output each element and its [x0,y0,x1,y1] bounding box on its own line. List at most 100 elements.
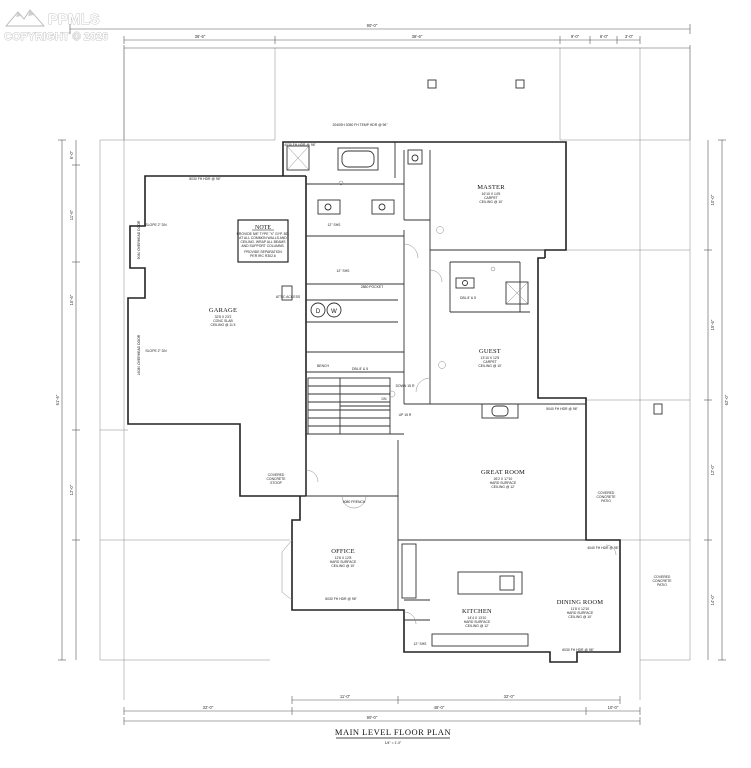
dim-right-seg-3: 12'-0" [710,464,715,475]
room-garage-size: 32'8 X 23'2 [215,315,232,319]
linen-label: DBL 8' & 5 [460,296,476,300]
dim-bottom-seg-3: 10'-0" [608,705,619,710]
note-line-1: PROVIDE 5/8" TYPE "X" GYP. BD. [237,232,290,236]
slope-2-label: SLOPE 2" DN [145,349,167,353]
dim-top-seg-5: 3'-0" [625,34,634,39]
pocket-label: 2880 POCKET [361,285,383,289]
room-garage-name: GARAGE [209,307,237,314]
room-great-room: GREAT ROOM 26'2 X 17'10 HARD SURFACE CEI… [481,469,525,489]
garage-window-label: 8030 FH HDR @ 96" [189,177,221,181]
room-office-name: OFFICE [331,548,355,555]
room-office: OFFICE 12'8 X 12'8 HARD SURFACE CEILING … [330,548,357,568]
room-master-size: 16'10 X 14'5 [482,192,501,196]
dryer-label: D [316,309,321,315]
dim-left-seg-1: 11'-6" [69,209,74,220]
bench-label: BENCH [317,364,329,368]
door-swings [281,243,617,625]
dim-left-seg-3: 12'-0" [69,484,74,495]
room-kitchen-size: 14'4 X 13'10 [468,616,487,620]
room-master-ceiling: CEILING @ 10' [479,200,503,204]
left-dimensions: 61'-6" 6'-0" 11'-6" 15'-6" 12'-0" [55,139,80,661]
note-line-5: PROVIDE SEPARATION [244,250,282,254]
room-dining-floor: HARD SURFACE [567,611,594,615]
dim-top-overall: 90'-0" [367,23,378,28]
patio2-label-1: COVERED [654,575,671,579]
dim-top-seg-1: 36'-6" [195,34,206,39]
room-garage-ceiling: CEILING @ 11'4 [211,323,236,327]
patio1-label-2: CONCRETE [596,495,616,499]
dim-right-seg-2: 15'-6" [710,319,715,330]
room-great-floor: HARD SURFACE [490,481,517,485]
room-kitchen-ceiling: CEILING @ 12' [465,624,489,628]
dim-bottom-seg-1: 32'-0" [203,705,214,710]
stoop-label-3: STOOP [270,481,283,485]
note-line-3: CEILING. WRAP ALL BEAMS [240,240,286,244]
dim-bottom-overall: 90'-0" [367,715,378,720]
dim-top-seg-3: 9'-0" [571,34,580,39]
washer-label: W [331,309,337,315]
dim-bottom-mid-2: 32'-0" [504,694,515,699]
room-master-floor: CARPET [484,196,498,200]
ppmls-watermark: PPMLS COPYRIGHT © 2026 [4,9,108,43]
room-dining-name: DINING ROOM [557,599,603,606]
mountain-logo-icon [5,9,45,27]
room-kitchen-floor: HARD SURFACE [464,620,491,624]
shelves-1-label: 12" SHS [328,223,342,227]
note-heading: NOTE [255,225,271,231]
room-guest-size: 13'10 X 12'5 [481,356,500,360]
interior-walls [300,142,586,621]
room-guest-name: GUEST [479,348,501,355]
master-window-label: 4030 FH HDR @ 96" [284,143,316,147]
room-dining-size: 11'8 X 12'10 [571,607,590,611]
dining-window-label: 6030 FH HDR @ 96" [562,648,594,652]
symbols [338,180,496,398]
fixtures [281,145,529,647]
plan-title: MAIN LEVEL FLOOR PLAN 1/4" = 1'-0" [335,727,451,745]
stairs [307,377,391,435]
dn-label: DN [382,397,387,401]
patio2-label-2: CONCRETE [652,579,672,583]
roof-overhang [99,48,691,700]
right-dimensions: 62'-0" 10'-0" 15'-6" 12'-0" 14'-0" [704,139,729,661]
dining-side-window-label: 4040 FH HDR @ 96" [587,546,619,550]
dim-right-overall: 62'-0" [724,394,729,405]
great-window-label: 5040 FH HDR @ 96" [546,407,578,411]
dim-right-seg-4: 14'-0" [710,594,715,605]
room-master-name: MASTER [477,184,505,191]
upper-window-label: 2040SH 3050 FH TEMP HDR @ 96" [332,123,388,127]
room-guest-ceiling: CEILING @ 10' [478,364,502,368]
room-kitchen-name: KITCHEN [462,608,492,615]
misc-labels: COVERED CONCRETE STOOP COVERED CONCRETE … [137,123,672,652]
dim-left-overall: 61'-6" [55,394,60,405]
patio2-label-3: PATIO [657,583,667,587]
garage-door-2-label: 16080 OVERHEAD DOOR [137,334,141,375]
slope-1-label: SLOPE 2" DN [145,223,167,227]
watermark-copyright: COPYRIGHT © 2026 [4,31,108,43]
plan-scale-text: 1/4" = 1'-0" [385,741,402,745]
attic-access-label: ATTIC ACCESS [276,295,301,299]
room-office-floor: HARD SURFACE [330,560,357,564]
room-dining-ceiling: CEILING @ 10' [568,615,592,619]
room-great-name: GREAT ROOM [481,469,525,476]
bench-shelf-label: DBL 8' & 5 [352,367,368,371]
stoop-label-2: CONCRETE [266,477,286,481]
room-great-size: 26'2 X 17'10 [494,477,513,481]
room-office-size: 12'8 X 12'8 [335,556,352,560]
dim-top-seg-4: 6'-0" [600,34,609,39]
room-garage-floor: CONC SLAB [213,319,233,323]
note-box: NOTE PROVIDE 5/8" TYPE "X" GYP. BD. AT A… [237,219,290,263]
shelves-3-label: 12" SHS [337,269,351,273]
patio1-label-1: COVERED [598,491,615,495]
office-window-label: 6030 FH HDR @ 96" [325,597,357,601]
note-line-6: PER IRC R302.6 [250,254,276,258]
dim-right-seg-1: 10'-0" [710,194,715,205]
shelves-2-label: 12" SHS [414,642,428,646]
up-stairs-label: UP 15 R [399,413,412,417]
dim-top-seg-2: 38'-6" [412,34,423,39]
dim-bottom-mid-1: 11'-0" [340,694,351,699]
room-dining: DINING ROOM 11'8 X 12'10 HARD SURFACE CE… [557,599,603,619]
room-great-ceiling: CEILING @ 12' [491,485,515,489]
dim-left-seg-4: 6'-0" [69,150,74,159]
room-garage: GARAGE 32'8 X 23'2 CONC SLAB CEILING @ 1… [209,307,237,327]
